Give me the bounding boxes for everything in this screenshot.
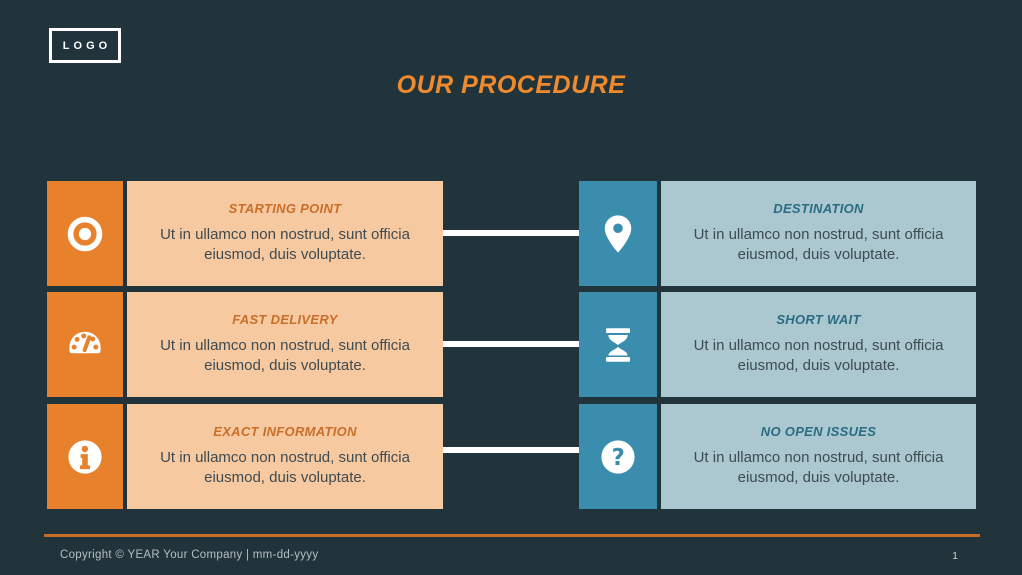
procedure-row: STARTING POINT Ut in ullamco non nostrud… (0, 181, 1022, 286)
page-title: OUR PROCEDURE (396, 71, 626, 99)
card-body-text: Ut in ullamco non nostrud, sunt officia … (693, 337, 944, 374)
card-short-wait: SHORT WAIT Ut in ullamco non nostrud, su… (661, 292, 976, 397)
bullseye-icon (47, 181, 123, 286)
card-title: DESTINATION (773, 201, 864, 216)
connector-line (443, 447, 579, 453)
card-title: SHORT WAIT (776, 312, 861, 327)
card-starting-point: STARTING POINT Ut in ullamco non nostrud… (127, 181, 443, 286)
card-body-text: Ut in ullamco non nostrud, sunt officia … (160, 226, 410, 263)
connector-line (443, 230, 579, 236)
speedometer-icon (47, 292, 123, 397)
page-number: 1 (952, 550, 958, 562)
card-title: EXACT INFORMATION (213, 424, 357, 439)
card-body-text: Ut in ullamco non nostrud, sunt officia … (160, 449, 410, 486)
card-title: NO OPEN ISSUES (760, 424, 877, 439)
hourglass-icon (579, 292, 657, 397)
card-title: STARTING POINT (228, 201, 342, 216)
question-icon: ? (579, 404, 657, 509)
map-pin-icon (579, 181, 657, 286)
card-fast-delivery: FAST DELIVERY Ut in ullamco non nostrud,… (127, 292, 443, 397)
logo: LOGO (49, 28, 121, 63)
info-icon (47, 404, 123, 509)
card-body-text: Ut in ullamco non nostrud, sunt officia … (693, 449, 944, 486)
card-exact-information: EXACT INFORMATION Ut in ullamco non nost… (127, 404, 443, 509)
card-no-open-issues: NO OPEN ISSUES Ut in ullamco non nostrud… (661, 404, 976, 509)
card-destination: DESTINATION Ut in ullamco non nostrud, s… (661, 181, 976, 286)
procedure-row: EXACT INFORMATION Ut in ullamco non nost… (0, 404, 1022, 509)
connector-line (443, 341, 579, 347)
logo-text: LOGO (62, 39, 112, 52)
footer-divider (44, 534, 980, 537)
svg-text:?: ? (612, 445, 625, 471)
card-body-text: Ut in ullamco non nostrud, sunt officia … (160, 337, 410, 374)
card-title: FAST DELIVERY (232, 312, 338, 327)
card-body-text: Ut in ullamco non nostrud, sunt officia … (693, 226, 944, 263)
copyright-text: Copyright © YEAR Your Company | mm-dd-yy… (60, 549, 319, 561)
procedure-row: FAST DELIVERY Ut in ullamco non nostrud,… (0, 292, 1022, 397)
